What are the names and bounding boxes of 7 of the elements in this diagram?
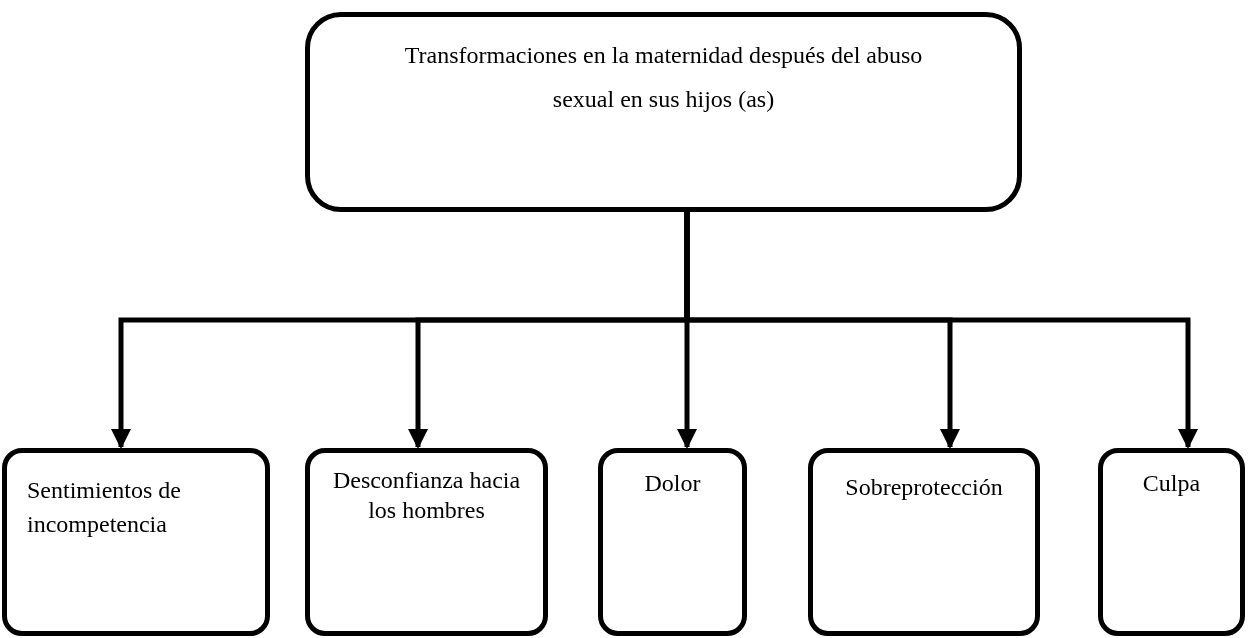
text-box: Culpa — [1098, 448, 1245, 636]
text-box: Sobreprotección — [808, 448, 1040, 636]
text-box: Desconfianza hacia los hombres — [305, 448, 548, 636]
arrow — [684, 212, 1198, 449]
text-box: Sentimientos de incompetencia — [2, 448, 270, 636]
text-box: Dolor — [598, 448, 747, 636]
text-box: Transformaciones en la maternidad después del abuso sexual en sus hijos (as) — [305, 12, 1022, 212]
